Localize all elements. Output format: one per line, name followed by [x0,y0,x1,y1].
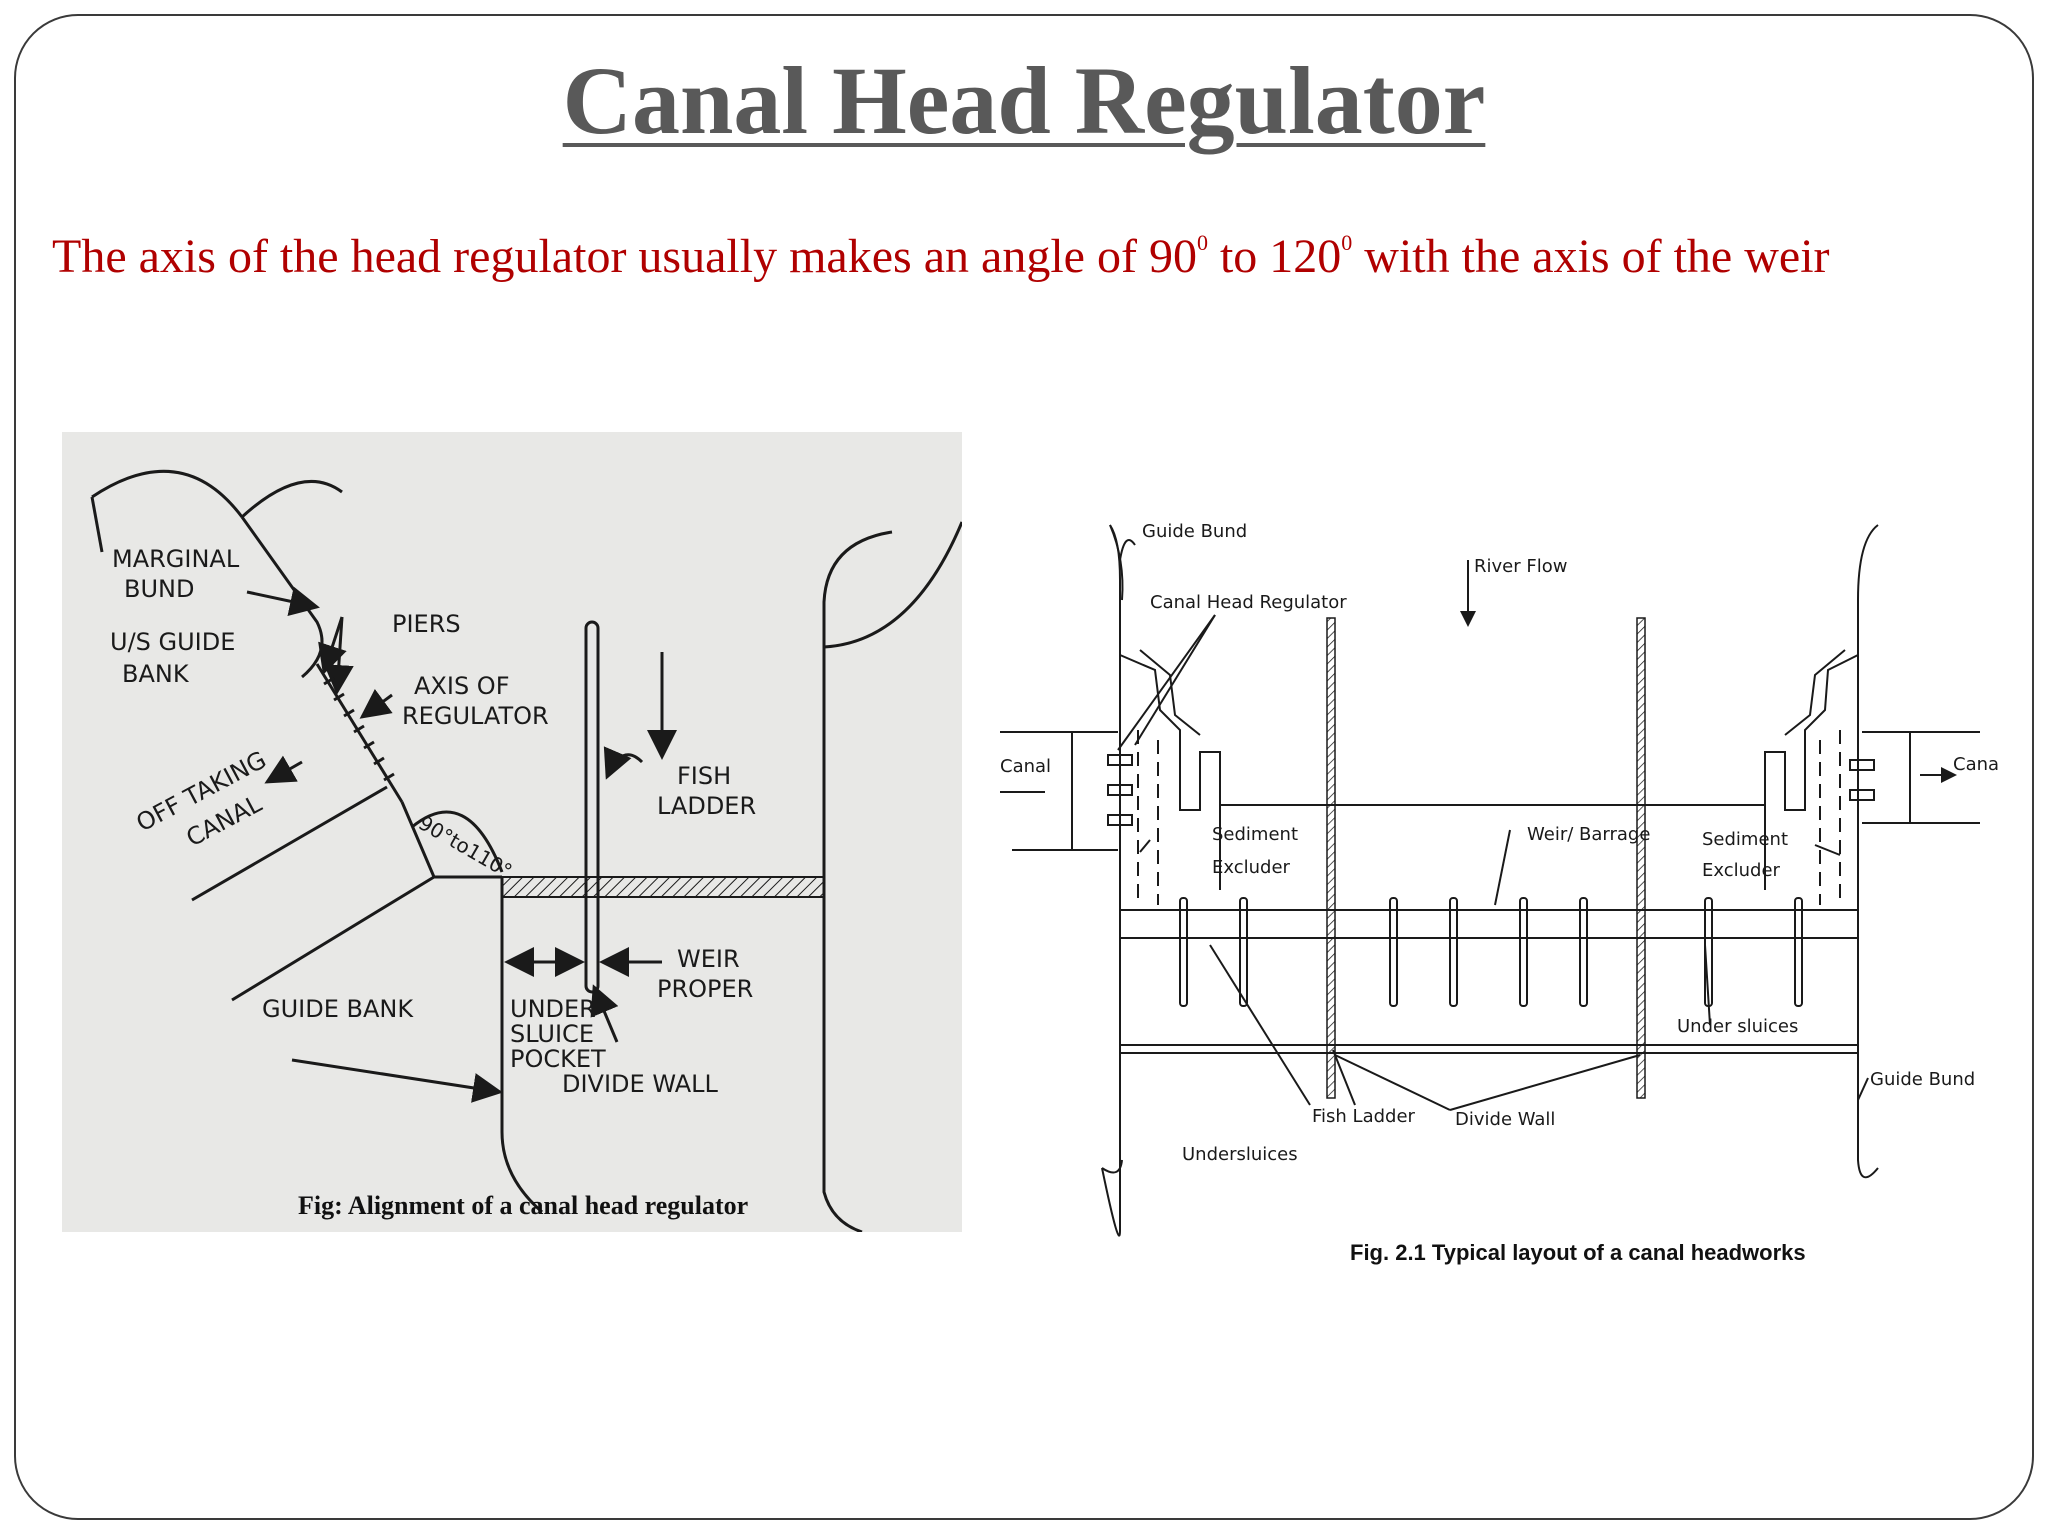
right-guide-bank [822,530,893,1232]
regulator-axis [315,663,404,803]
label-fish: FISH [677,762,731,790]
guide-bank-curve [500,877,543,1214]
label-divide-wall: DIVIDE WALL [562,1070,719,1098]
left-guide-bund [1101,524,1121,1237]
marginal-bund-curve [91,469,244,518]
marginal-bund-curve-2 [240,479,343,519]
right-regulator-structure [1764,654,1859,811]
right-guide-bund [1857,524,1879,1179]
subtitle: The axis of the head regulator usually m… [52,230,1830,283]
label-sediment-right-1: Sediment [1702,829,1788,850]
caption-left: Fig: Alignment of a canal head regulator [298,1191,748,1220]
caption-right: Fig. 2.1 Typical layout of a canal headw… [1350,1240,1806,1265]
headworks-diagram: Guide Bund River Flow Canal Head Regulat… [1000,521,2000,1265]
label-weir: WEIR [677,945,740,973]
figure-alignment-head-regulator: MARGINAL BUND U/S GUIDE BANK PIERS AXIS … [62,432,962,1232]
label-divide-wall: Divide Wall [1455,1109,1555,1130]
fish-ladder-wall-right [1636,617,1646,1099]
left-regulator-structure [1119,654,1221,811]
label-sediment-left-1: Sediment [1212,824,1298,845]
label-piers: PIERS [392,610,461,638]
label-ladder: LADDER [657,792,756,820]
label-guide-bank: GUIDE BANK [262,995,414,1023]
offtaking-canal-bank-2 [231,875,435,1002]
label-sediment-left-2: Excluder [1212,857,1291,878]
regulator-link [400,801,502,879]
label-river-flow: River Flow [1474,556,1567,577]
us-guide-bank-line [240,516,324,679]
label-sluice: SLUICE [510,1020,594,1048]
fish-ladder-walls [584,620,600,994]
label-marginal-bund-1: MARGINAL [112,545,240,573]
label-canal-head-regulator: Canal Head Regulator [1150,592,1347,613]
weir-proper-hatch [501,876,825,898]
label-canal-right: Canal [1953,754,2000,775]
label-guide-bund-right: Guide Bund [1870,1069,1975,1090]
fish-ladder-arrow [603,746,644,780]
label-us-guide-bank-1: U/S GUIDE [110,628,235,656]
label-proper: PROPER [657,975,753,1003]
label-weir-barrage: Weir/ Barrage [1527,824,1650,845]
page-title: Canal Head Regulator [562,47,1486,154]
label-sediment-right-2: Excluder [1702,860,1781,881]
label-fish-ladder: Fish Ladder [1312,1106,1416,1127]
offtaking-canal-bank [191,785,388,902]
label-marginal-bund-2: BUND [124,575,194,603]
label-guide-bund-top: Guide Bund [1142,521,1247,542]
label-us-guide-bank-2: BANK [122,660,190,688]
label-angle: 90°to110° [415,811,517,884]
fish-ladder-wall-left [1326,617,1336,1099]
label-under: UNDER [510,995,596,1023]
label-regulator: REGULATOR [402,702,549,730]
alignment-diagram: MARGINAL BUND U/S GUIDE BANK PIERS AXIS … [90,469,962,1232]
right-guide-bank-top [823,521,962,649]
label-pocket: POCKET [510,1045,606,1073]
angle-arc [411,810,504,873]
label-under-sluices: Under sluices [1677,1016,1798,1037]
piers-ticks [323,676,395,782]
label-axis-of: AXIS OF [414,672,510,700]
label-undersluices: Undersluices [1182,1144,1298,1165]
figure-canal-headworks: Guide Bund River Flow Canal Head Regulat… [990,500,2000,1300]
label-canal-left: Canal [1000,756,1051,777]
